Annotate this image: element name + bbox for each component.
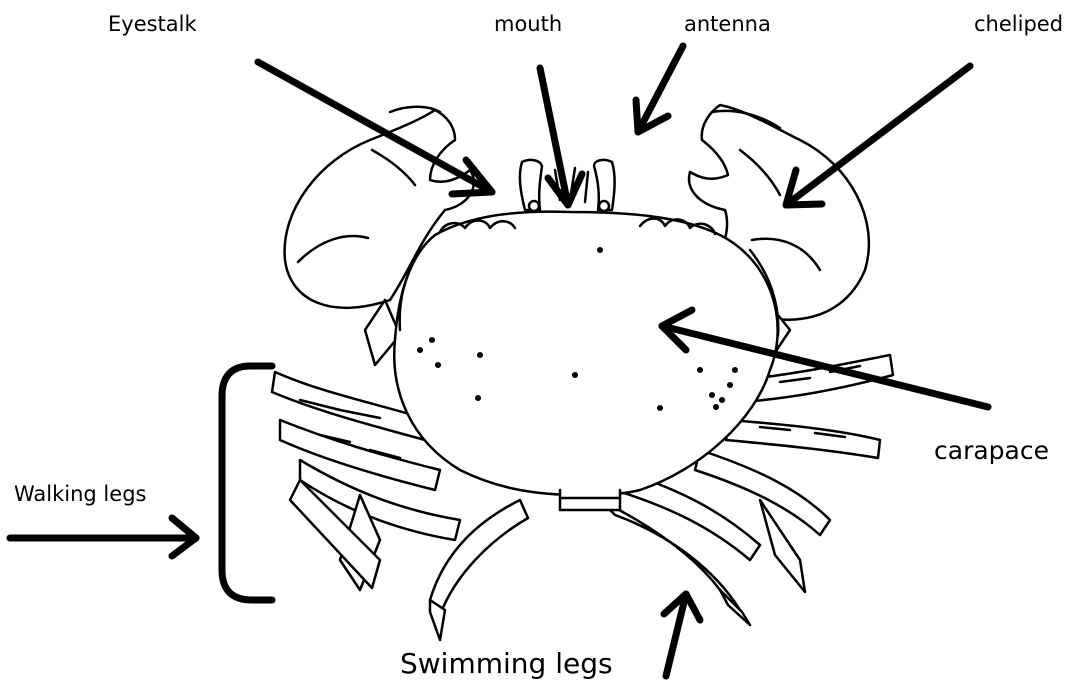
label-cheliped: cheliped bbox=[974, 14, 1063, 35]
label-eyestalk: Eyestalk bbox=[108, 14, 197, 35]
label-mouth: mouth bbox=[494, 14, 562, 35]
arrow-antenna bbox=[636, 46, 683, 132]
label-swimming-legs: Swimming legs bbox=[400, 650, 613, 678]
arrow-eyestalk bbox=[258, 62, 492, 194]
label-walking-legs: Walking legs bbox=[14, 484, 146, 505]
arrow-mouth bbox=[540, 68, 582, 205]
arrow-walking-legs bbox=[10, 518, 196, 556]
walking-legs-bracket bbox=[222, 366, 272, 600]
arrow-swimming-legs bbox=[664, 594, 700, 676]
label-antenna: antenna bbox=[684, 14, 771, 35]
arrow-carapace bbox=[662, 310, 988, 407]
label-carapace: carapace bbox=[934, 438, 1049, 463]
arrow-cheliped bbox=[786, 66, 970, 205]
